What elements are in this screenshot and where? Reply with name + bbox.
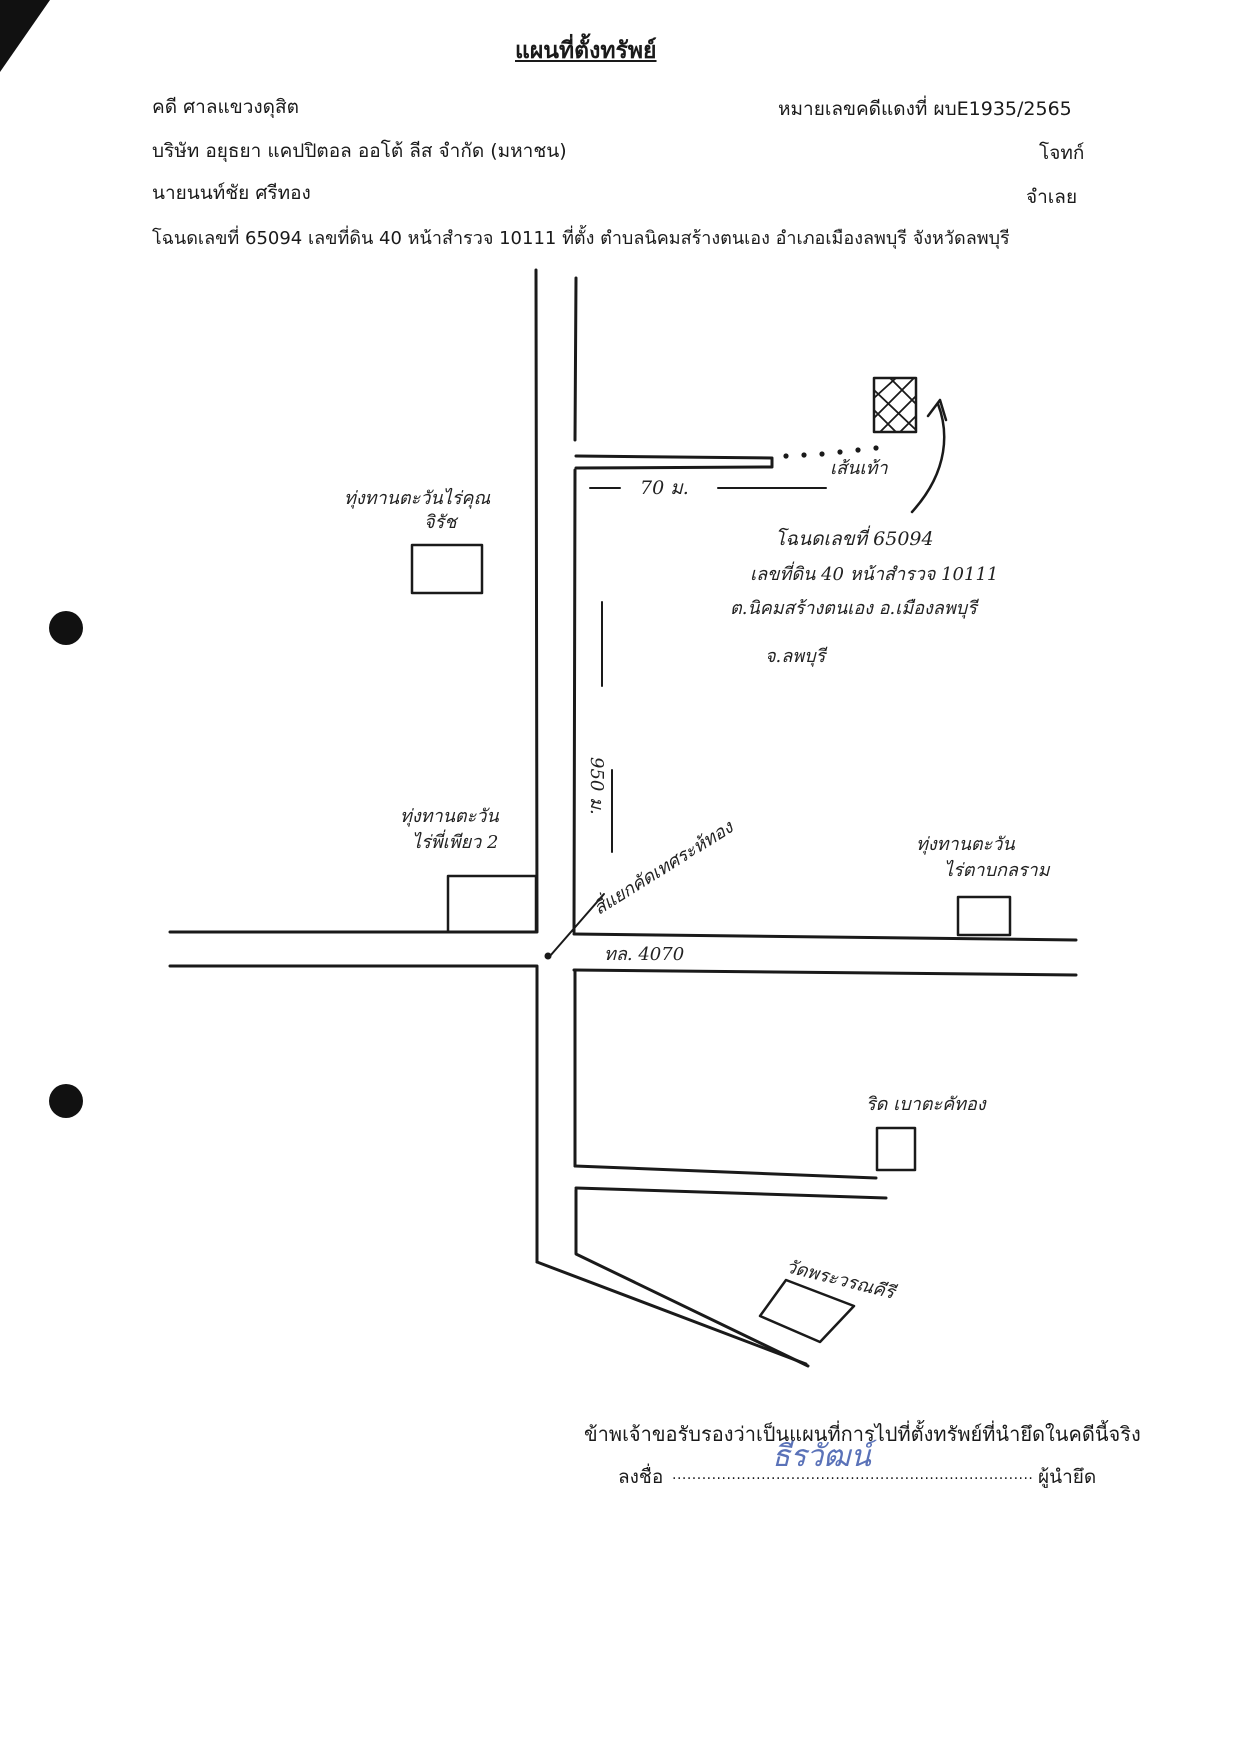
temple-building — [758, 1278, 856, 1344]
property-arrowhead — [926, 398, 948, 422]
highway-north-edge-east — [572, 932, 1078, 942]
defendant-role: จำเลย — [1026, 186, 1078, 208]
page-title: แผนที่ตั้งทรัพย์ — [515, 38, 657, 64]
property-arrow — [910, 402, 946, 514]
signature-line: ........................................… — [672, 1468, 1032, 1482]
lower-road-west-edge — [535, 1260, 808, 1366]
highway-label: ทล. 4070 — [604, 944, 685, 965]
footpath-dots — [783, 445, 879, 459]
main-road-west-edge-north — [534, 268, 539, 934]
distance-vertical-label: 950 ม. — [586, 757, 607, 815]
lower-road-east-edge — [574, 1188, 810, 1368]
landmark-e-building — [956, 895, 1012, 937]
distance-top-label: 70 ม. — [640, 477, 689, 499]
landmark-nw-label-line2: จิรัช — [424, 512, 457, 533]
south-side-road-north-edge — [573, 1164, 878, 1180]
side-road-north-edge — [574, 454, 774, 468]
landmark-se-building — [875, 1126, 917, 1172]
landmark-nw-label-line1: ทุ่งทานตะวันไร่คุณ — [344, 488, 491, 509]
property-marker-hatch — [873, 377, 917, 433]
plaintiff-name: บริษัท อยุธยา แคปปิตอล ออโต้ ลีส จำกัด (… — [152, 140, 567, 162]
scan-corner-artifact — [0, 0, 50, 72]
court-name: คดี ศาลแขวงดุสิต — [152, 96, 299, 118]
property-label-line2: เลขที่ดิน 40 หน้าสำรวจ 10111 — [750, 564, 999, 585]
intersection-leader — [549, 893, 605, 957]
south-side-road-south-edge — [574, 1186, 888, 1200]
landmark-w-label-line1: ทุ่งทานตะวัน — [400, 806, 499, 827]
punch-hole-bottom — [49, 1084, 83, 1118]
sign-label: ลงชื่อ — [618, 1466, 664, 1488]
intersection-point — [544, 952, 552, 960]
property-label-line3: ต.นิคมสร้างตนเอง อ.เมืองลพบุรี — [730, 598, 977, 619]
signer-role: ผู้นำยึด — [1038, 1466, 1097, 1488]
side-road-south-edge — [574, 465, 774, 470]
property-label-line1: โฉนดเลขที่ 65094 — [775, 528, 934, 550]
defendant-name: นายนนท์ชัย ศรีทอง — [152, 182, 311, 204]
landmark-e-label-line1: ทุ่งทานตะวัน — [916, 834, 1015, 855]
signature: ธีรวัฒน์ — [772, 1439, 871, 1474]
case-number: หมายเลขคดีแดงที่ ผบE1935/2565 — [778, 98, 1072, 120]
dimension-line-vertical — [601, 601, 613, 853]
landmark-se-label: ริด เบาตะคัทอง — [866, 1094, 986, 1115]
deed-line: โฉนดเลขที่ 65094 เลขที่ดิน 40 หน้าสำรวจ … — [152, 228, 1010, 249]
property-label-line4: จ.ลพบุรี — [765, 646, 826, 667]
certification-statement: ข้าพเจ้าขอรับรองว่าเป็นแผนที่การไปที่ตั้… — [584, 1422, 1141, 1446]
punch-hole-top — [49, 611, 83, 645]
landmark-nw-building — [410, 543, 484, 595]
landmark-w-building — [446, 874, 538, 934]
plaintiff-role: โจทก์ — [1039, 142, 1085, 164]
landmark-w-label-line2: ไร่พี่เพียว 2 — [412, 832, 499, 853]
landmark-e-label-line2: ไร่ตาบกลราม — [944, 860, 1050, 881]
footpath-label: เส้นเท้า — [830, 458, 888, 479]
highway-south-edge-east — [572, 968, 1078, 977]
main-road-east-edge-north — [572, 276, 578, 934]
